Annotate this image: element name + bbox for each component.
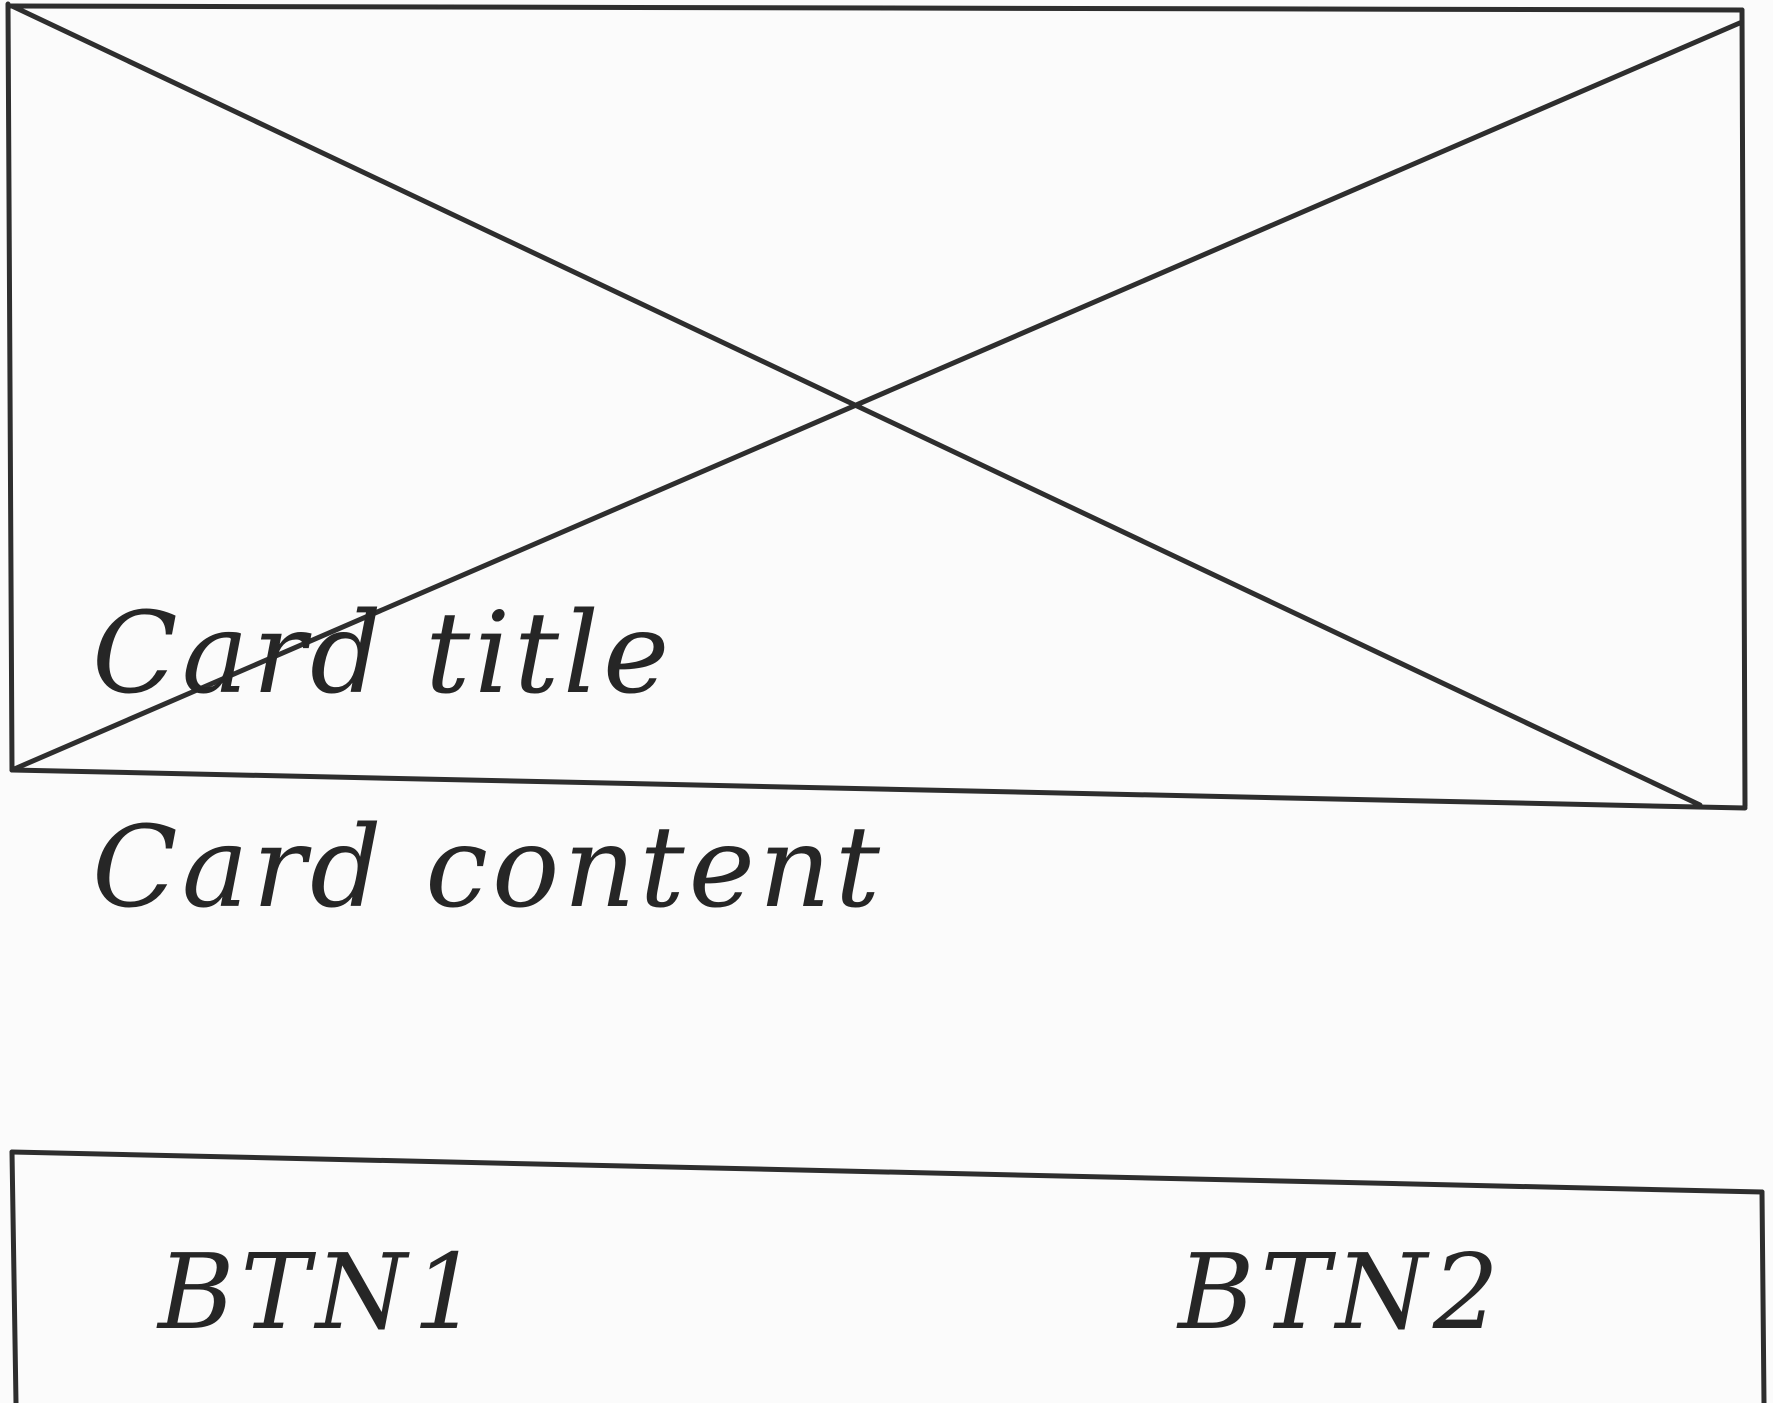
image-placeholder-icon bbox=[5, 1, 1748, 811]
image-frame-left-edge bbox=[5, 1, 15, 773]
btn1-button[interactable]: BTN1 bbox=[150, 1232, 493, 1352]
button-bar-top-edge bbox=[9, 1149, 1765, 1195]
button-bar-left-edge bbox=[9, 1149, 19, 1403]
button-bar-right-edge bbox=[1759, 1189, 1767, 1403]
card-content: Card content bbox=[92, 803, 885, 933]
image-frame-top-edge bbox=[7, 3, 1745, 13]
image-cross-line-b bbox=[9, 19, 1745, 773]
button-bar-frame bbox=[9, 1149, 1767, 1403]
card-title: Card title bbox=[92, 589, 674, 719]
image-frame-right-edge bbox=[1739, 7, 1748, 809]
image-frame-bottom-edge bbox=[9, 767, 1748, 811]
btn2-button[interactable]: BTN2 bbox=[1170, 1232, 1513, 1352]
